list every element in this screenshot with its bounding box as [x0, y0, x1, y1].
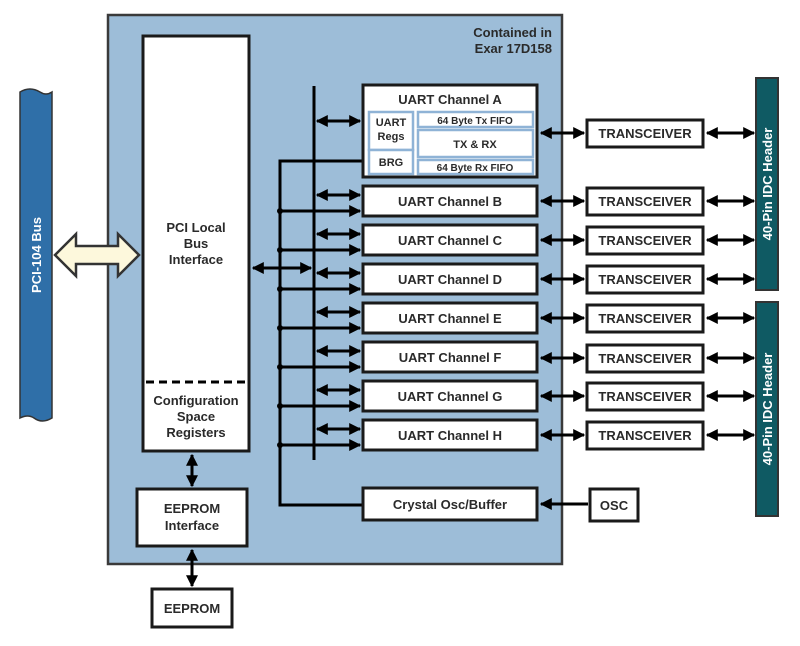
- uart-channel-h: [361, 418, 539, 452]
- transceiver: [585, 225, 705, 256]
- clock-bus: [278, 159, 362, 507]
- pci-104-bus: [19, 88, 53, 422]
- config-line3: Registers: [166, 425, 225, 440]
- uart-channel-f-label: UART Channel F: [399, 350, 502, 365]
- uart-channel-g-label: UART Channel G: [398, 389, 503, 404]
- transceiver: [585, 118, 705, 149]
- config-line1: Configuration: [153, 393, 238, 408]
- transceiver-label: TRANSCEIVER: [598, 351, 692, 366]
- eeprom-interface: [135, 487, 249, 548]
- transceiver: [585, 420, 705, 451]
- eeprom: [150, 587, 234, 629]
- pci-interface-line2: Bus: [184, 236, 209, 251]
- uart-channel-e: [361, 301, 539, 335]
- transceiver-label: TRANSCEIVER: [598, 233, 692, 248]
- crystal-osc-buffer: [361, 486, 539, 522]
- transceiver: [585, 303, 705, 334]
- junction-dot: [277, 403, 283, 409]
- transceiver: [585, 343, 705, 374]
- transceiver-label: TRANSCEIVER: [598, 389, 692, 404]
- transceiver: [585, 381, 705, 412]
- junction-dot: [277, 286, 283, 292]
- uart-a-tx-fifo-label: 64 Byte Tx FIFO: [437, 116, 513, 127]
- uart-channel-d: [361, 262, 539, 296]
- transceiver-label: TRANSCEIVER: [598, 126, 692, 141]
- uart-channel-f: [361, 340, 539, 374]
- chip-label-line2: Exar 17D158: [475, 41, 552, 56]
- uart-channel-h-label: UART Channel H: [398, 428, 502, 443]
- junction-dot: [277, 364, 283, 370]
- uart-channel-d-label: UART Channel D: [398, 272, 502, 287]
- uart-channel-g: [361, 379, 539, 413]
- uart-channel-b-label: UART Channel B: [398, 194, 502, 209]
- transceiver-label: TRANSCEIVER: [598, 194, 692, 209]
- transceiver-label: TRANSCEIVER: [598, 428, 692, 443]
- idc-header-2-label: 40-Pin IDC Header: [760, 353, 775, 466]
- junction-dot: [277, 325, 283, 331]
- transceiver-label: TRANSCEIVER: [598, 311, 692, 326]
- junction-dot: [277, 247, 283, 253]
- idc-header-1-label: 40-Pin IDC Header: [760, 128, 775, 241]
- transceiver: [585, 186, 705, 217]
- channel-links: [277, 115, 362, 451]
- uart-a-regs-line1: UART: [376, 117, 407, 129]
- idc-header-2: [755, 301, 779, 517]
- transceiver-label: TRANSCEIVER: [598, 272, 692, 287]
- junction-dot: [277, 208, 283, 214]
- uart-a-txrx: [416, 128, 535, 159]
- osc-label: OSC: [600, 498, 629, 513]
- junction-dot: [277, 442, 283, 448]
- uart-channel-e-label: UART Channel E: [398, 311, 502, 326]
- uart-a-brg: [367, 148, 415, 176]
- uart-a-title: UART Channel A: [398, 92, 502, 107]
- uart-a-txrx-label: TX & RX: [453, 139, 497, 151]
- uart-a-tx-fifo: [416, 110, 535, 129]
- uart-channel-b: [361, 184, 539, 218]
- config-line2: Space: [177, 409, 215, 424]
- pci-104-bus-label: PCI-104 Bus: [29, 217, 44, 293]
- osc: [588, 487, 640, 523]
- eeprom-label: EEPROM: [164, 601, 220, 616]
- pci-interface-line3: Interface: [169, 252, 223, 267]
- idc-header-1: [755, 77, 779, 291]
- uart-channel-c: [361, 223, 539, 257]
- uart-a-regs: [367, 110, 415, 152]
- uart-a-rx-fifo-label: 64 Byte Rx FIFO: [437, 163, 514, 174]
- crystal-osc-label: Crystal Osc/Buffer: [393, 497, 507, 512]
- uart-a-rx-fifo: [416, 158, 535, 176]
- uart-a-brg-label: BRG: [379, 157, 403, 169]
- eeprom-interface-line2: Interface: [165, 518, 219, 533]
- pci-bus-arrow-icon: [53, 230, 141, 280]
- uart-channel-c-label: UART Channel C: [398, 233, 503, 248]
- chip-label-line1: Contained in: [473, 25, 552, 40]
- pci-interface-line1: PCI Local: [166, 220, 225, 235]
- uart-a-regs-line2: Regs: [378, 131, 405, 143]
- uart-channel-a: UART Channel A UART Regs BRG 64 Byte Tx …: [361, 83, 539, 179]
- transceiver: [585, 264, 705, 295]
- eeprom-interface-line1: EEPROM: [164, 501, 220, 516]
